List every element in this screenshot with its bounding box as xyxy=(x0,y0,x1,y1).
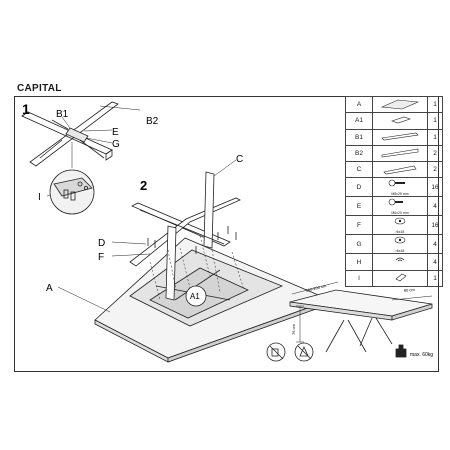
part-quantity: 1 xyxy=(427,95,443,114)
part-quantity: 16 xyxy=(427,215,443,236)
weight-icon xyxy=(395,344,407,358)
callout-f: F xyxy=(98,252,104,263)
callout-e: E xyxy=(112,127,119,138)
callout-b2: B2 xyxy=(146,116,159,127)
part-quantity: 1 xyxy=(427,269,443,288)
parts-row: A1 1 xyxy=(345,112,443,130)
part-code: G xyxy=(345,234,373,255)
leg-icon xyxy=(372,161,428,179)
part-code: B2 xyxy=(345,144,373,163)
parts-row: B2 2 xyxy=(345,144,443,163)
part-quantity: 4 xyxy=(427,196,443,217)
a1-marker xyxy=(185,285,207,307)
callout-a: A xyxy=(46,283,53,294)
washer-icon: r6x18 xyxy=(372,215,428,236)
part-code: F xyxy=(345,215,373,236)
callout-g: G xyxy=(112,139,120,150)
part-quantity: 1 xyxy=(427,112,443,130)
part-code: A xyxy=(345,95,373,114)
part-quantity: 16 xyxy=(427,177,443,198)
parts-row: B1 1 xyxy=(345,128,443,146)
product-title: CAPITAL xyxy=(17,83,62,94)
part-code: D xyxy=(345,177,373,198)
long-rail-icon xyxy=(372,128,428,146)
part-quantity: 2 xyxy=(427,161,443,179)
wrench-icon xyxy=(372,253,428,271)
small-washer-icon: r6x18 xyxy=(372,234,428,255)
part-quantity: 4 xyxy=(427,253,443,271)
part-code: H xyxy=(345,253,373,271)
max-load: max. 60kg xyxy=(410,352,433,358)
part-code: B1 xyxy=(345,128,373,146)
part-size-note: r6x18 xyxy=(395,230,405,235)
part-quantity: 1 xyxy=(427,128,443,146)
short-rail-icon xyxy=(372,144,428,163)
part-quantity: 2 xyxy=(427,144,443,163)
step2-frame-rails xyxy=(129,171,241,301)
dim-depth: 90 cm xyxy=(404,287,416,293)
dim-height: 76 cm xyxy=(291,323,296,335)
part-size-note: M6x20 mm xyxy=(391,211,409,216)
part-size-note: M8x25 mm xyxy=(391,192,409,197)
part-code: E xyxy=(345,196,373,217)
callout-a1: A1 xyxy=(190,292,200,301)
step2-number: 2 xyxy=(140,178,147,193)
no-wet-cleaning-icon xyxy=(294,342,314,362)
step2-table-top xyxy=(94,237,332,363)
step1-number: 1 xyxy=(22,101,30,117)
hex-key-icon xyxy=(372,269,428,288)
step1-x-base xyxy=(21,101,119,167)
dim-length: 160-200 cm xyxy=(305,283,327,293)
no-chemicals-icon xyxy=(266,342,286,362)
glass-insert-icon xyxy=(372,112,428,130)
parts-row: E M6x20 mm 4 xyxy=(345,196,443,217)
top-panel-icon xyxy=(372,95,428,114)
callout-i: I xyxy=(38,192,41,203)
step2-screws xyxy=(147,226,237,254)
part-size-note: r6x18 xyxy=(395,249,405,254)
callout-d: D xyxy=(98,238,105,249)
parts-row: D M8x25 mm 16 xyxy=(345,177,443,198)
detail-circle-i xyxy=(49,169,95,215)
callout-c: C xyxy=(236,154,243,165)
screw-icon: M6x20 mm xyxy=(372,196,428,217)
finished-table xyxy=(289,281,433,353)
part-code: C xyxy=(345,161,373,179)
part-quantity: 4 xyxy=(427,234,443,255)
bolt-icon: M8x25 mm xyxy=(372,177,428,198)
part-code: A1 xyxy=(345,112,373,130)
callout-b1: B1 xyxy=(56,109,69,120)
part-code: I xyxy=(345,269,373,288)
